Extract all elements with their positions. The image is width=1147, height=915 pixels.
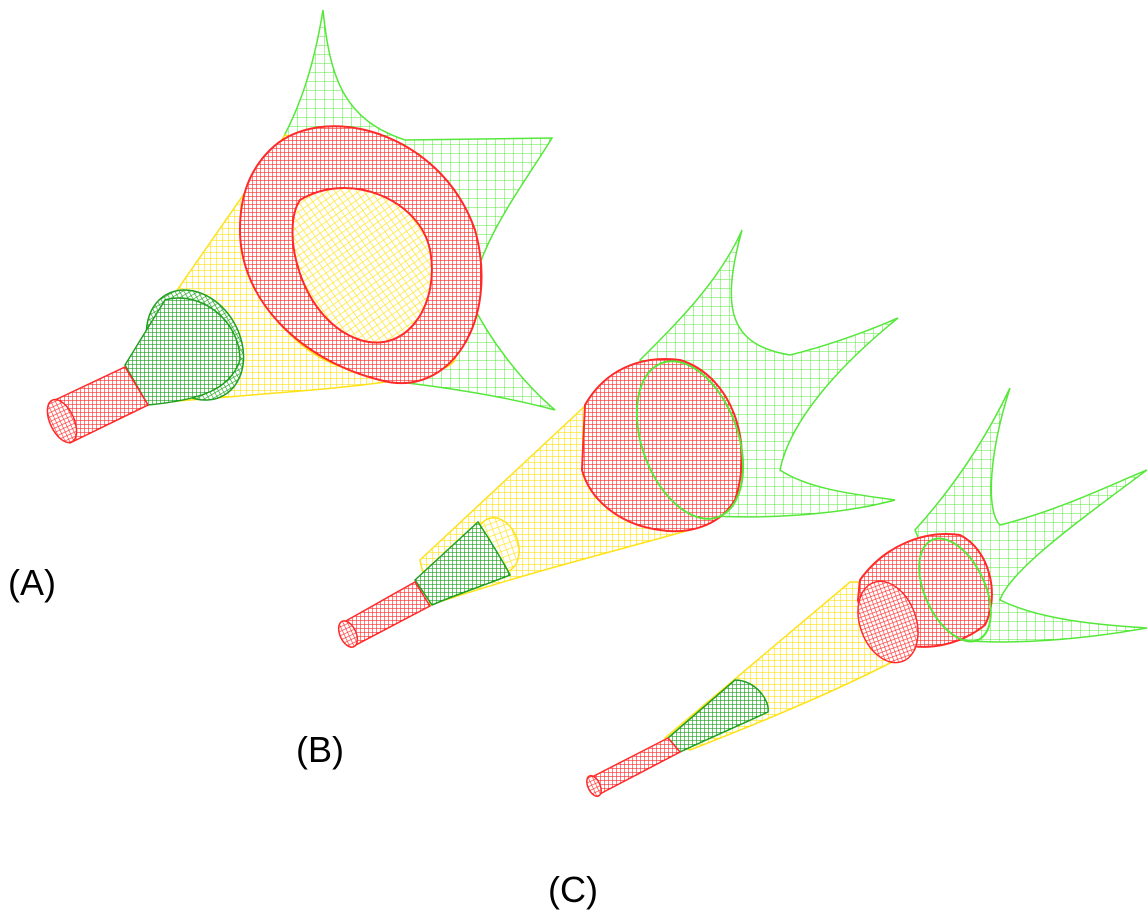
inner-cone-b: [414, 520, 512, 606]
panel-label-a: (A): [8, 562, 56, 603]
inner-cone-c: [666, 679, 769, 753]
panel-label-c: (C): [548, 869, 598, 910]
stem-end-b: [337, 620, 359, 648]
inner-cone-a: [124, 297, 241, 406]
assembly-c: [586, 387, 1147, 798]
ring-opening-b: [635, 360, 745, 520]
ring-opening-c: [918, 537, 992, 643]
panel-label-b: (B): [296, 729, 344, 770]
assembly-b: [337, 229, 899, 649]
ring-cylinder-b: [580, 358, 743, 533]
stem-end-a: [46, 398, 78, 444]
ring-cylinder-a: [238, 125, 483, 385]
assembly-a: [46, 9, 556, 445]
stem-end-c: [586, 774, 602, 798]
inner-rim-c: [857, 580, 919, 664]
stem-cylinder-c: [589, 737, 682, 797]
